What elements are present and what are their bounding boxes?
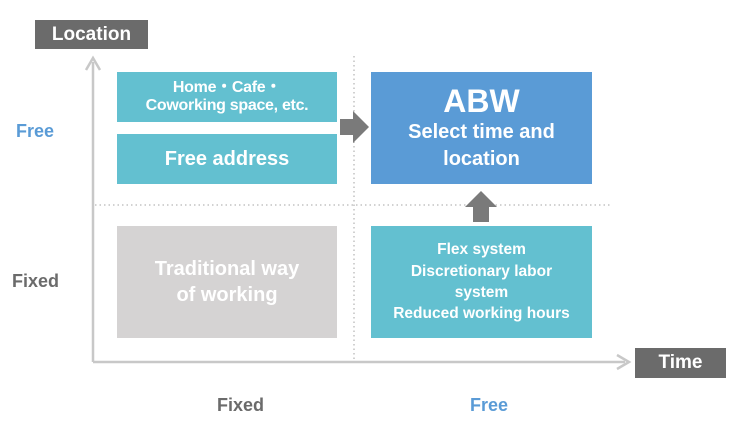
x-axis-title-text: Time <box>658 352 703 373</box>
abw-box: ABW Select time and location <box>371 72 592 184</box>
home-cafe-line2: Coworking space, etc. <box>145 97 309 114</box>
y-axis-title: Location <box>35 20 148 49</box>
abw-line2: location <box>443 148 520 171</box>
abw-title: ABW <box>443 82 520 119</box>
up-arrow-icon <box>465 191 497 222</box>
flex-line2: Discretionary labor <box>410 262 553 280</box>
flex-system-box: Flex system Discretionary labor system R… <box>371 226 592 338</box>
free-address-label: Free address <box>164 147 290 170</box>
x-label-free: Free <box>470 395 509 415</box>
flex-line3: system <box>454 284 509 301</box>
y-label-free: Free <box>16 121 55 141</box>
x-axis-arrowhead <box>616 353 632 371</box>
traditional-box: Traditional way of working <box>117 226 337 338</box>
free-address-box: Free address <box>117 134 337 184</box>
home-cafe-box: Home・Cafe・ Coworking space, etc. <box>117 72 337 122</box>
flex-line4: Reduced working hours <box>393 305 570 323</box>
x-label-fixed: Fixed <box>217 395 265 415</box>
home-cafe-line1: Home・Cafe・ <box>172 78 282 96</box>
flex-line1: Flex system <box>437 241 526 259</box>
x-axis-title: Time <box>635 348 726 378</box>
right-arrow-icon <box>340 111 369 143</box>
traditional-line2: of working <box>176 284 278 306</box>
y-axis-arrowhead <box>84 55 102 71</box>
traditional-line1: Traditional way <box>154 258 300 280</box>
y-axis-title-text: Location <box>51 23 132 45</box>
y-label-fixed: Fixed <box>12 271 60 291</box>
abw-line1: Select time and <box>408 121 555 144</box>
